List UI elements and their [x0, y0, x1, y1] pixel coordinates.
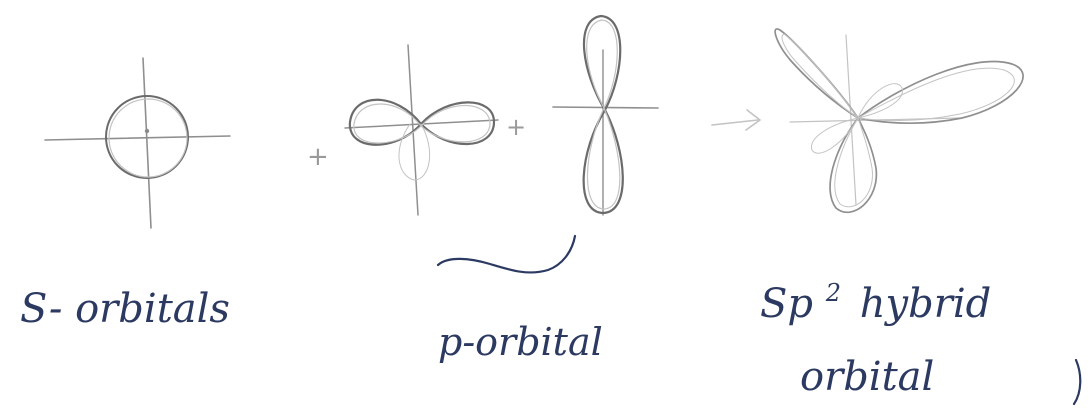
sp2-prefix: Sp	[760, 281, 813, 327]
s-orbital-axis-vertical	[143, 58, 151, 228]
sp2-hybrid-orbital-drawing	[775, 29, 1023, 212]
sp2-superscript: 2	[825, 279, 841, 307]
p-orbital-label: p-orbital	[438, 320, 603, 364]
s-orbital-label: S- orbitals	[20, 286, 230, 332]
plus-sign-2: +	[506, 113, 526, 141]
sp2-suffix: hybrid	[860, 281, 991, 327]
s-orbital-nucleus-dot	[145, 129, 149, 133]
p-orbital-brace	[438, 236, 575, 272]
sp2-hybrid-label-line1: Sp 2 hybrid	[760, 265, 991, 327]
arrow-icon	[712, 110, 760, 130]
paper-edge-curl	[1074, 360, 1080, 404]
sp2-hybrid-label-line2: orbital	[800, 354, 934, 400]
s-orbital-drawing	[45, 58, 230, 228]
sp2-lobe-upper-left	[775, 29, 858, 118]
s-orbital-axis-horizontal	[45, 136, 230, 140]
plus-sign-1: +	[307, 142, 329, 172]
sp2-lobe-right	[858, 62, 1023, 124]
p-orbital-horizontal-drawing	[345, 45, 498, 215]
sp2-lobe-right-retrace	[858, 68, 1014, 121]
p-orbital-vertical-drawing	[553, 16, 658, 215]
